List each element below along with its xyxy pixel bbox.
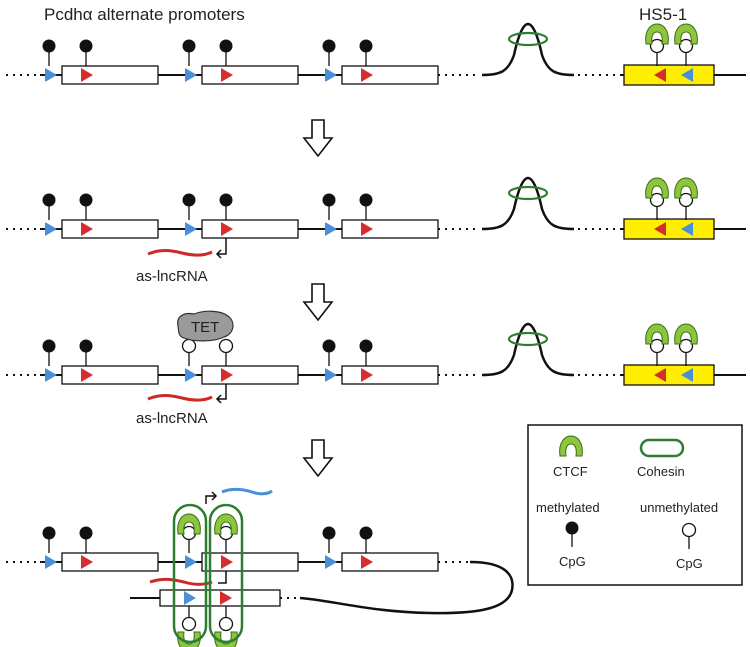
row-2-antisense-transcript (147, 249, 213, 257)
legend-methylated-cpg-icon (565, 521, 579, 547)
step-arrow-2 (302, 283, 334, 322)
legend-unmethylated-label: unmethylated (640, 500, 718, 515)
row-4-antisense-tss-arrow-icon (218, 571, 227, 584)
row-3-antisense-tss-arrow-icon (215, 384, 227, 404)
row-1-hs5-1-element (623, 23, 715, 86)
row-1-cohesin-ring (507, 31, 549, 47)
row-3-antisense-transcript (147, 394, 213, 402)
row-4-antisense-transcript (149, 577, 213, 586)
row-4-cohesin-ring-right (208, 503, 244, 644)
row-4-bottom-cpgs (181, 606, 234, 632)
row-4-cohesin-ring-left (172, 503, 208, 644)
row-4-top-exons (61, 552, 439, 572)
row-3-hs5-1-element (623, 323, 715, 386)
legend-ctcf-label: CTCF (553, 464, 588, 479)
row-2-cohesin-ring (507, 185, 549, 201)
tet-label: TET (191, 319, 219, 336)
step-arrow-3 (302, 439, 334, 478)
row-3-cohesin-ring (507, 331, 549, 347)
step-arrow-1 (302, 119, 334, 158)
row-1-methylated-cpgs (41, 38, 374, 67)
row-4-bottom-strand (130, 589, 300, 607)
row-3-as-lncrna-label: as-lncRNA (136, 410, 208, 427)
row-3-cpgs (41, 338, 374, 367)
hs5-1-title: HS5-1 (639, 5, 687, 24)
row-2-exons (61, 219, 439, 239)
row-2-antisense-tss-arrow-icon (215, 238, 227, 259)
row-3-exons (61, 365, 439, 385)
legend-unmethylated-cpg-icon (681, 522, 697, 549)
row-4-top-cpgs (41, 525, 374, 554)
legend-methylated-label: methylated (536, 500, 600, 515)
legend-box: CTCF Cohesin methylated unmethylated CpG… (527, 424, 743, 586)
row-1-exons (61, 65, 439, 85)
promoter-cluster-title: Pcdhα alternate promoters (44, 5, 245, 24)
legend-methylated-cpg-label: CpG (559, 554, 586, 569)
legend-cohesin-label: Cohesin (637, 464, 685, 479)
row-4-sense-transcript (221, 487, 273, 496)
tet-enzyme: TET (177, 310, 234, 342)
legend-cohesin-icon (639, 438, 685, 458)
row-2-hs5-1-element (623, 177, 715, 240)
row-4-sense-tss-arrow-icon (205, 491, 218, 504)
row-2-methylated-cpgs (41, 192, 374, 221)
legend-unmethylated-cpg-label: CpG (676, 556, 703, 571)
row-2-as-lncrna-label: as-lncRNA (136, 268, 208, 285)
